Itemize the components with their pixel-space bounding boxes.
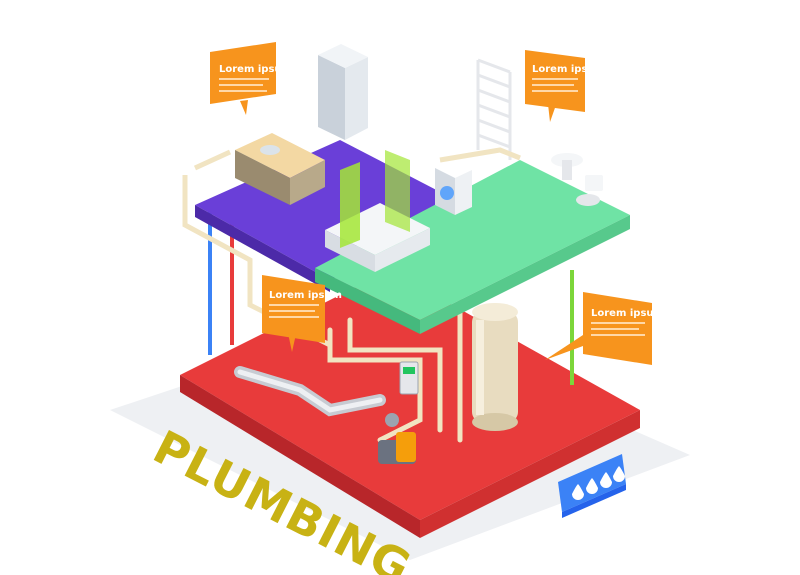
- towel-radiator: [476, 58, 512, 160]
- vertical-supply-pipes: [208, 210, 574, 385]
- bathroom-sink: [551, 153, 583, 180]
- callout-boiler: Lorem ipsum: [545, 292, 664, 365]
- kitchen-counter: [235, 133, 325, 205]
- washing-machine: [435, 168, 472, 215]
- toilet: [576, 175, 603, 206]
- water-drops-icon: [558, 454, 626, 518]
- shower-curtain: [340, 150, 410, 248]
- callout-kitchen: Lorem ipsum: [210, 42, 292, 115]
- callout-basement-title: Lorem ipsum: [269, 290, 342, 301]
- callout-boiler-title: Lorem ipsum: [591, 308, 664, 319]
- basement-pipes: [234, 297, 463, 443]
- refrigerator: [318, 44, 368, 140]
- water-heater-tank: [472, 303, 518, 431]
- callout-kitchen-title: Lorem ipsum: [219, 64, 292, 75]
- bathroom-floor: [315, 160, 630, 334]
- callout-bathroom-title: Lorem ipsum: [532, 64, 605, 75]
- callout-bathroom: Lorem ipsum: [525, 50, 605, 122]
- water-pump: [378, 413, 416, 464]
- callout-basement: Lorem ipsum: [262, 275, 342, 352]
- water-meter: [399, 361, 419, 395]
